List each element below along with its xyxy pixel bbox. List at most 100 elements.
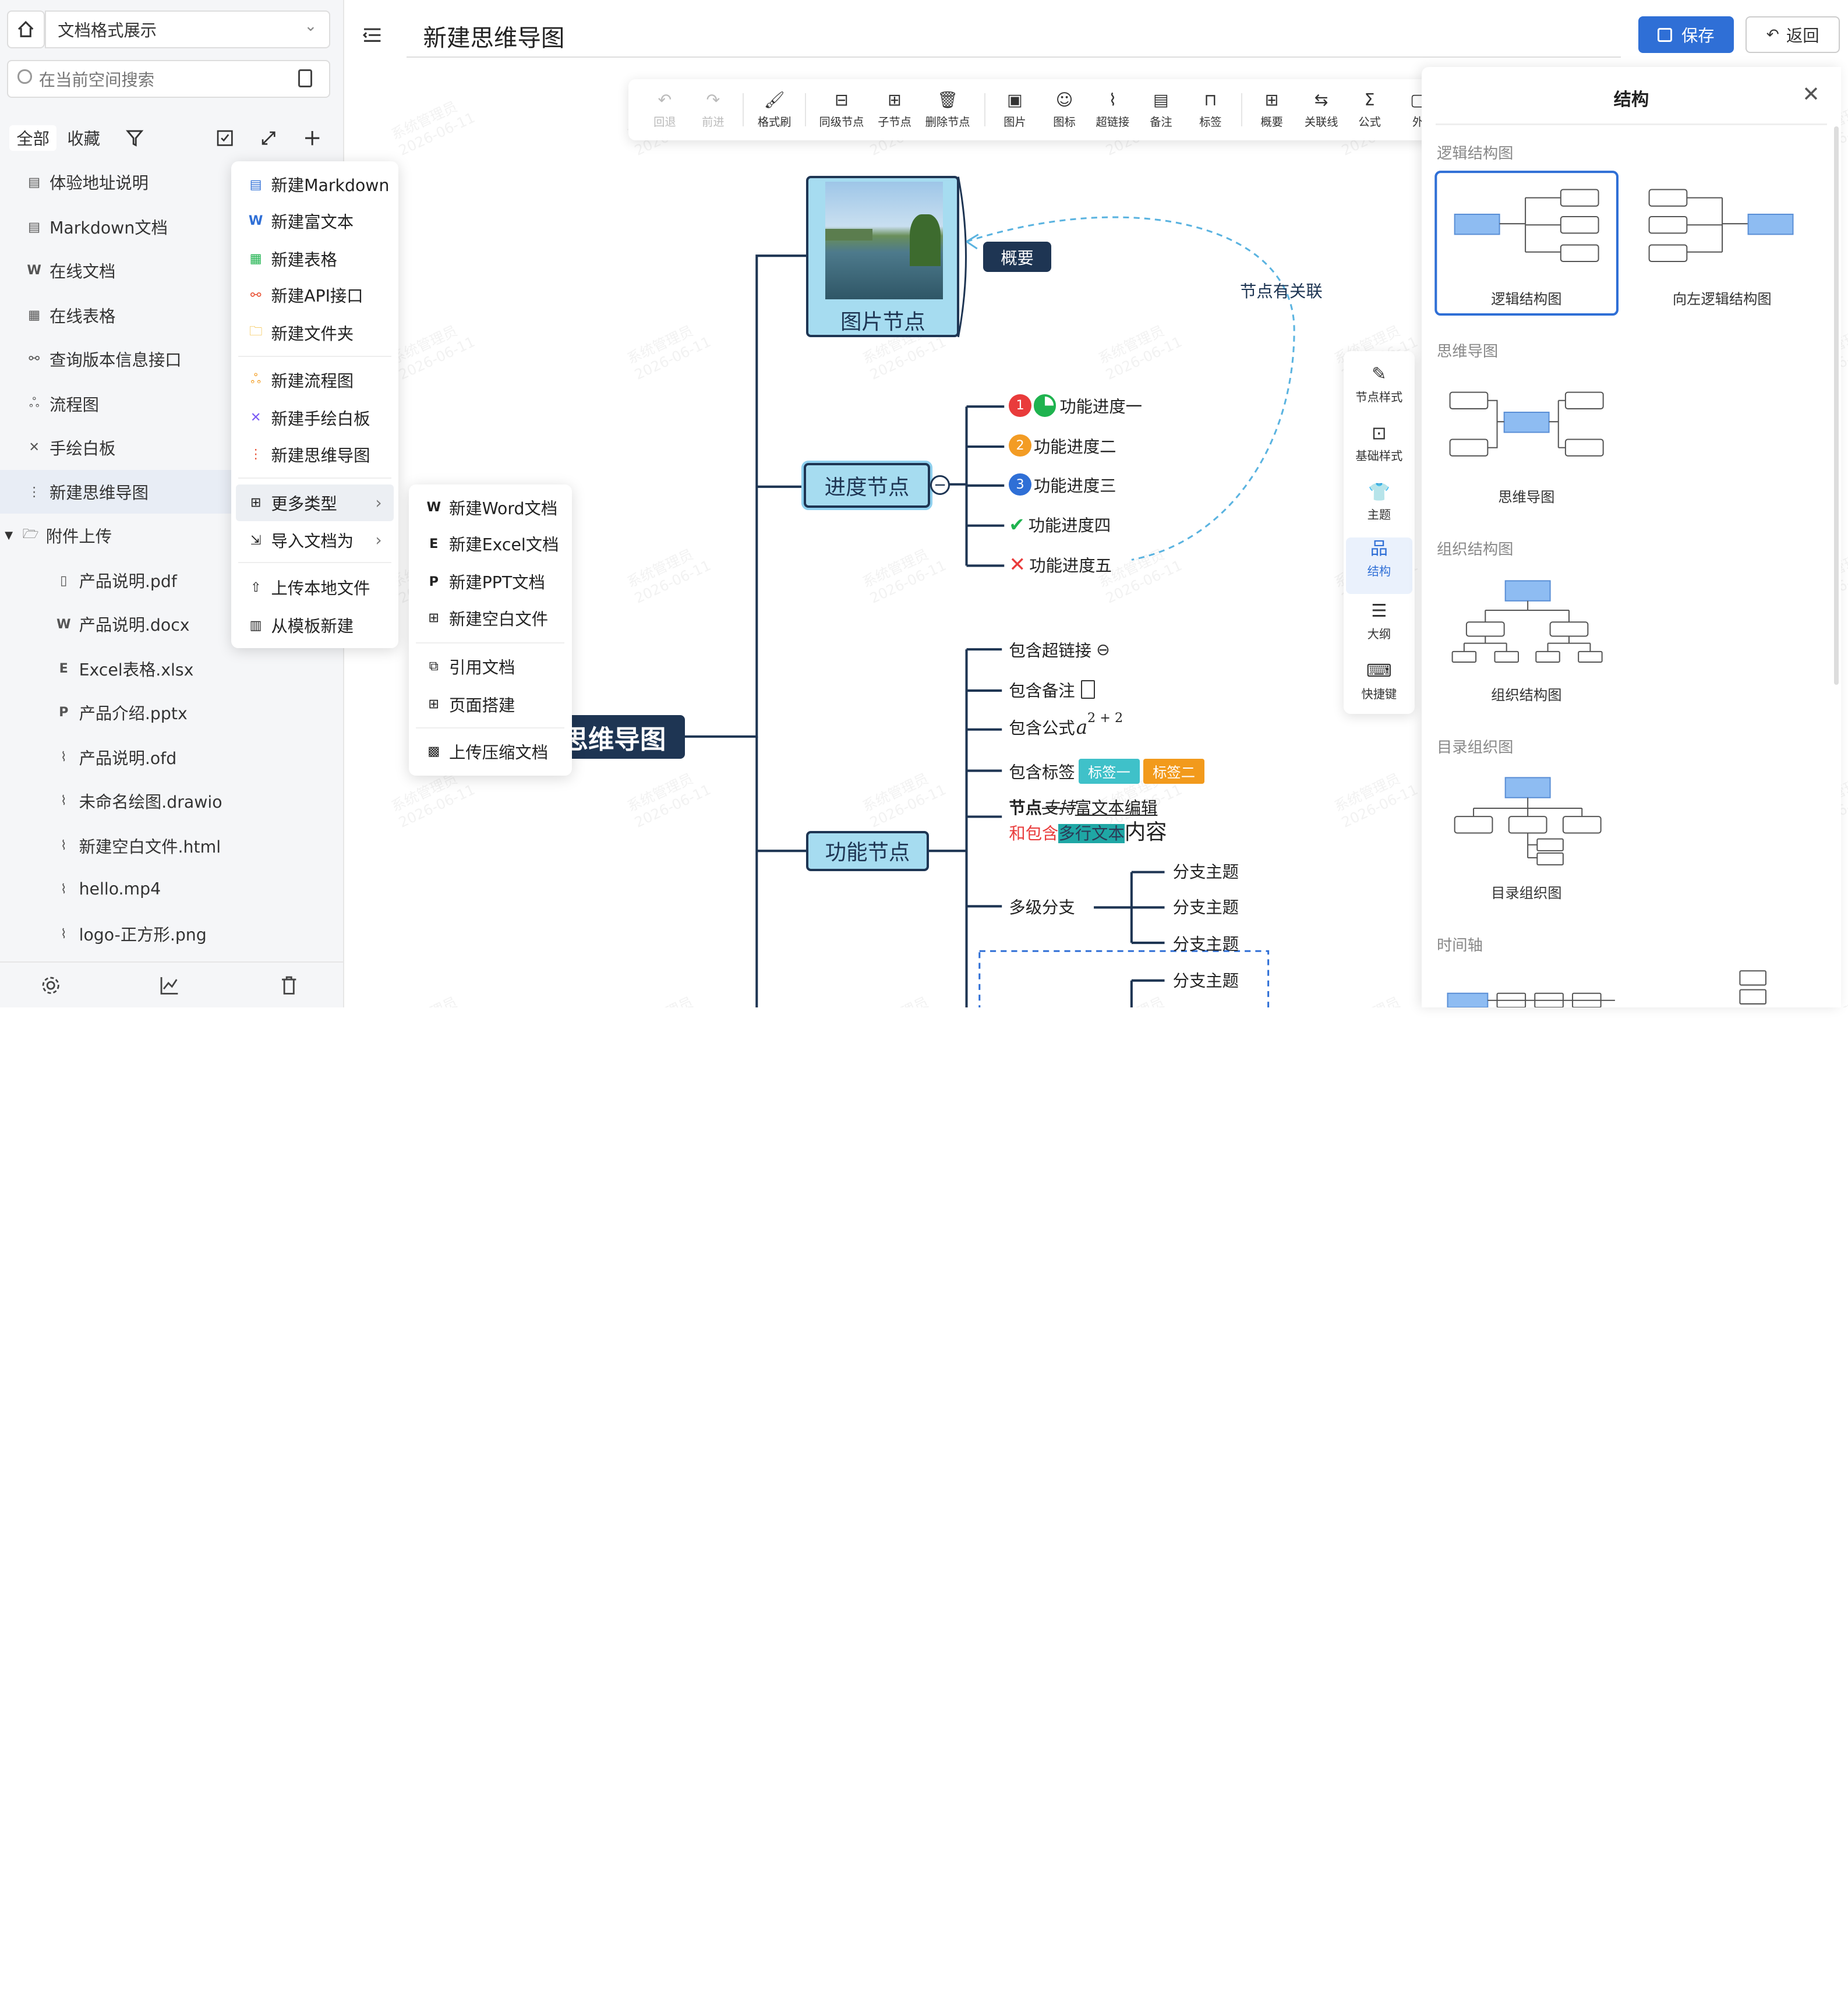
tag-button[interactable]: ⊓标签 [1187, 79, 1234, 140]
menu-new-markdown[interactable]: ▤新建Markdown [231, 166, 398, 203]
branch-node[interactable]: 分支主题 [1172, 898, 1239, 918]
tree-item[interactable]: ⌇logo-正方形.png [0, 912, 344, 956]
menu-new-mindmap[interactable]: ⋮新建思维导图 [231, 436, 398, 473]
left-logic-structure-card[interactable]: 向左逻辑结构图 [1672, 290, 1772, 307]
progress-item[interactable]: ✕ 功能进度五 [1009, 553, 1112, 576]
submenu-page-builder[interactable]: ⊞页面搭建 [409, 686, 571, 723]
home-button[interactable] [7, 10, 45, 48]
logic-structure-card[interactable]: 逻辑结构图 [1491, 290, 1562, 307]
feature-node[interactable]: 功能节点 [806, 830, 929, 871]
tree-item[interactable]: ▦在线表格 [0, 293, 344, 337]
menu-import-as[interactable]: ⇲导入文档为› [231, 522, 398, 559]
catalog-structure-card[interactable]: 目录组织图 [1491, 884, 1562, 901]
checkbox-icon[interactable] [215, 129, 234, 147]
search-input[interactable] [38, 68, 287, 92]
menu-upload-local[interactable]: ⇧上传本地文件 [231, 569, 398, 606]
image-node[interactable]: 图片节点 [806, 175, 960, 337]
redo-button[interactable]: ↷前进 [690, 79, 737, 140]
branch-node[interactable]: 分支主题 [1172, 862, 1239, 882]
progress-item[interactable]: 3 功能进度三 [1009, 473, 1116, 497]
menu-more-types[interactable]: ⊞更多类型› [235, 484, 394, 521]
expand-icon[interactable] [259, 129, 278, 147]
multi-branch-node[interactable]: 多级分支 [1009, 898, 1075, 918]
menu-new-folder[interactable]: 🗀新建文件夹 [231, 314, 398, 351]
menu-new-whiteboard[interactable]: ✕新建手绘白板 [231, 399, 398, 436]
relation-button[interactable]: ⇆关联线 [1298, 79, 1345, 140]
hyperlink-button[interactable]: ⌇超链接 [1089, 79, 1136, 140]
save-button[interactable]: 保存 [1638, 16, 1734, 54]
richtext-node[interactable]: 节点支持富文本编辑 和包含多行文本内容 [1009, 797, 1167, 846]
submenu-new-blank[interactable]: ⊞新建空白文件 [409, 600, 571, 636]
undo-button[interactable]: ↶回退 [641, 79, 688, 140]
menu-from-template[interactable]: ▥从模板新建 [231, 607, 398, 643]
back-button[interactable]: ↶ 返回 [1745, 16, 1840, 54]
menu-new-api[interactable]: ⚯新建API接口 [231, 277, 398, 314]
panel-scrollbar[interactable] [1834, 126, 1839, 685]
submenu-upload-zip[interactable]: ▩上传压缩文档 [409, 733, 571, 770]
tree-item[interactable]: ⚯查询版本信息接口 [0, 337, 344, 381]
image-button[interactable]: ▣图片 [991, 79, 1038, 140]
summary-node[interactable]: 概要 [983, 241, 1052, 273]
base-style-tool[interactable]: ⊡基础样式 [1344, 422, 1414, 479]
shortcut-tool[interactable]: ⌨快捷键 [1344, 660, 1414, 716]
relation-label[interactable]: 节点有关联 [1240, 281, 1323, 301]
tree-item[interactable]: ▤Markdown文档 [0, 205, 344, 249]
progress-item[interactable]: 2 功能进度二 [1009, 434, 1116, 458]
tree-item[interactable]: ✕手绘白板 [0, 426, 344, 469]
icon-button[interactable]: ☺图标 [1041, 79, 1088, 140]
note-button[interactable]: ▤备注 [1137, 79, 1185, 140]
tree-item[interactable]: ⌇未命名绘图.drawio [0, 779, 344, 823]
tab-favorite[interactable]: 收藏 [67, 129, 101, 149]
outline-tool[interactable]: ☰大纲 [1344, 600, 1414, 656]
close-icon[interactable]: ✕ [1802, 81, 1820, 107]
progress-item[interactable]: ✔ 功能进度四 [1009, 512, 1111, 536]
submenu-reference-doc[interactable]: ⧉引用文档 [409, 648, 571, 685]
summary-button[interactable]: ⊞概要 [1248, 79, 1295, 140]
formula-node[interactable]: 包含公式 a 2 + 2 [1009, 710, 1123, 739]
tree-item[interactable]: ▯产品说明.pdf [0, 558, 344, 602]
link-node[interactable]: 包含超链接 ⊖ [1009, 638, 1110, 662]
add-icon[interactable] [303, 129, 321, 147]
collapse-toggle[interactable]: − [930, 475, 950, 495]
collapse-sidebar-icon[interactable] [362, 24, 383, 45]
trash-icon[interactable] [278, 975, 299, 996]
org-structure-card[interactable]: 组织结构图 [1491, 686, 1562, 703]
format-painter-button[interactable]: 🖌格式刷 [751, 79, 798, 140]
settings-icon[interactable] [40, 975, 61, 996]
chart-icon[interactable] [159, 975, 180, 996]
search-doc-icon[interactable] [298, 69, 313, 87]
tree-item[interactable]: ⌇hello.mp4 [0, 868, 344, 911]
progress-node[interactable]: 进度节点 [804, 463, 930, 508]
tab-all[interactable]: 全部 [9, 125, 57, 151]
structure-tool[interactable]: 品结构 [1346, 537, 1412, 594]
node-style-tool[interactable]: ✎节点样式 [1344, 363, 1414, 419]
space-selector[interactable]: 文档格式展示 ⌄ [44, 10, 330, 48]
tree-item[interactable]: ▤体验地址说明 [0, 160, 344, 204]
branch-node[interactable]: 分支主题 [1172, 971, 1239, 991]
menu-new-sheet[interactable]: ▦新建表格 [231, 240, 398, 277]
tags-node[interactable]: 包含标签 标签一 标签二 [1009, 759, 1205, 784]
note-node[interactable]: 包含备注 [1009, 678, 1096, 702]
tree-item-folder[interactable]: ▼🗁附件上传 [0, 514, 344, 557]
sibling-node-button[interactable]: ⊟同级节点 [817, 79, 866, 140]
filter-icon[interactable] [125, 129, 144, 147]
progress-item[interactable]: 1 功能进度一 [1009, 394, 1142, 418]
tree-item[interactable]: ⌇产品说明.ofd [0, 735, 344, 779]
child-node-button[interactable]: ⊞子节点 [871, 79, 918, 140]
theme-tool[interactable]: 👕主题 [1344, 481, 1414, 537]
delete-node-button[interactable]: 🗑删除节点 [923, 79, 973, 140]
mindmap-structure-card[interactable]: 思维导图 [1498, 488, 1555, 505]
tree-item[interactable]: ⌇新建空白文件.html [0, 824, 344, 868]
branch-node[interactable]: 分支主题 [1172, 934, 1239, 954]
